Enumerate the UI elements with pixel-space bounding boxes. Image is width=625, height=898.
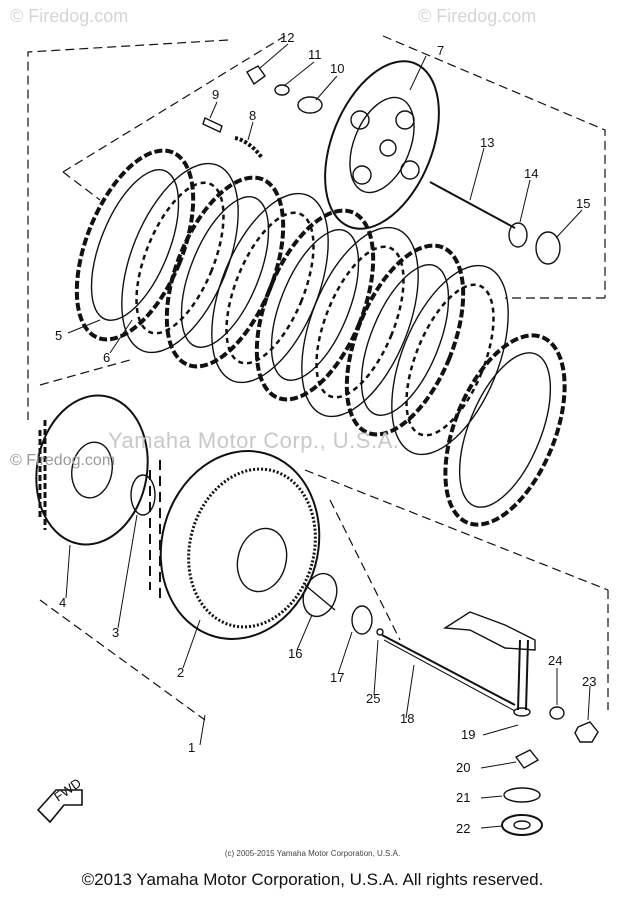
pressure-plate bbox=[324, 60, 440, 230]
dashed-guide-lines bbox=[27, 35, 609, 721]
callout-19: 19 bbox=[461, 727, 475, 742]
watermark-top-right: © Firedog.com bbox=[418, 6, 537, 26]
callout-18: 18 bbox=[400, 711, 414, 726]
small-fasteners bbox=[202, 65, 561, 265]
fwd-label: FWD bbox=[51, 775, 84, 804]
friction-plate-5 bbox=[74, 148, 196, 342]
part-callouts: 1 2 3 4 5 6 7 8 9 10 11 12 13 14 15 16 1… bbox=[51, 30, 596, 836]
fine-copyright: (c) 2005-2015 Yamaha Motor Corporation, … bbox=[224, 849, 401, 858]
callout-12: 12 bbox=[280, 30, 294, 45]
callout-8: 8 bbox=[249, 108, 256, 123]
fwd-arrow-icon bbox=[36, 789, 83, 824]
callout-21: 21 bbox=[456, 790, 470, 805]
clutch-boss bbox=[35, 394, 149, 546]
callout-10: 10 bbox=[330, 61, 344, 76]
clutch-housing bbox=[149, 450, 321, 640]
callout-3: 3 bbox=[112, 625, 119, 640]
callout-20: 20 bbox=[456, 760, 470, 775]
watermark-mid-left: © Firedog.com bbox=[10, 452, 116, 469]
callout-17: 17 bbox=[330, 670, 344, 685]
push-lever-assembly bbox=[442, 611, 599, 836]
callout-9: 9 bbox=[212, 87, 219, 102]
callout-16: 16 bbox=[288, 646, 302, 661]
callout-1: 1 bbox=[188, 740, 195, 755]
thrust-washer bbox=[130, 474, 156, 516]
callout-14: 14 bbox=[524, 166, 538, 181]
callout-25: 25 bbox=[366, 691, 380, 706]
steel-plate-6 bbox=[121, 162, 239, 354]
callout-11: 11 bbox=[308, 47, 322, 62]
callout-22: 22 bbox=[456, 821, 470, 836]
callout-5: 5 bbox=[55, 328, 62, 343]
callout-24: 24 bbox=[548, 653, 562, 668]
callout-4: 4 bbox=[59, 595, 66, 610]
footer-copyright: ©2013 Yamaha Motor Corporation, U.S.A. A… bbox=[81, 870, 544, 889]
push-rod-assembly bbox=[302, 572, 516, 712]
callout-13: 13 bbox=[480, 135, 494, 150]
callout-23: 23 bbox=[582, 674, 596, 689]
leader-lines bbox=[65, 43, 591, 829]
watermark-top-left: © Firedog.com bbox=[10, 6, 129, 26]
callout-2: 2 bbox=[177, 665, 184, 680]
clutch-plates-stack bbox=[74, 148, 567, 527]
watermark-center: Yamaha Motor Corp., U.S.A. bbox=[108, 428, 400, 453]
callout-7: 7 bbox=[437, 43, 444, 58]
callout-15: 15 bbox=[576, 196, 590, 211]
callout-6: 6 bbox=[103, 350, 110, 365]
